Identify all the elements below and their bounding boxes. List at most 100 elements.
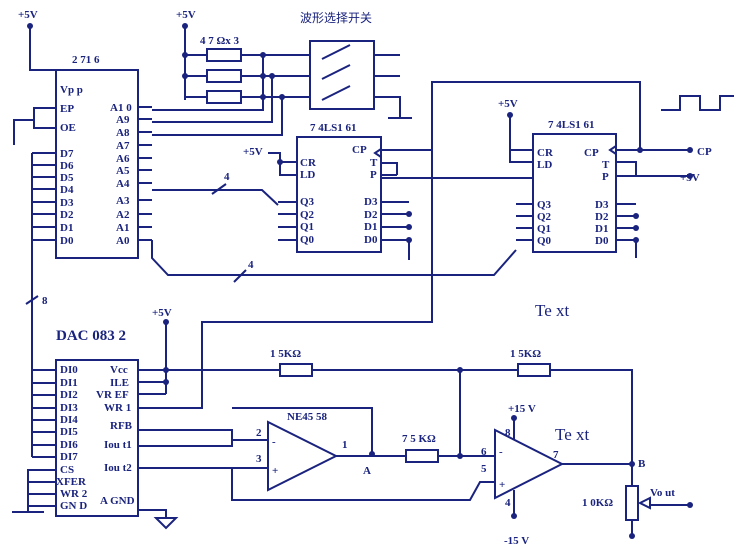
svg-text:8: 8 xyxy=(42,295,48,307)
svg-text:D0: D0 xyxy=(60,235,74,247)
svg-text:CR: CR xyxy=(537,147,554,159)
svg-text:WR 2: WR 2 xyxy=(60,488,88,500)
svg-text:D1: D1 xyxy=(60,222,73,234)
svg-text:Vp p: Vp p xyxy=(60,84,83,96)
svg-text:Q3: Q3 xyxy=(537,199,552,211)
bus-marker-8: 8 xyxy=(25,295,48,307)
svg-text:A1: A1 xyxy=(116,222,129,234)
eprom-label: 2 71 6 xyxy=(72,54,100,66)
svg-text:Vcc: Vcc xyxy=(110,364,128,376)
svg-text:1: 1 xyxy=(342,439,348,451)
svg-text:+5V: +5V xyxy=(176,9,196,21)
svg-text:GN D: GN D xyxy=(60,500,87,512)
svg-text:WR 1: WR 1 xyxy=(104,402,131,414)
opamp-2: - + 6 5 7 8 4 +15 V -15 V B xyxy=(231,403,646,547)
svg-text:RFB: RFB xyxy=(110,420,133,432)
svg-text:OE: OE xyxy=(60,122,76,134)
eprom-2716: 2 71 6 Vp p EP OE D7 D6 D5 D4 D3 D2 D1 D… xyxy=(13,54,152,360)
svg-text:-: - xyxy=(499,446,503,458)
resistor-r1: 1 5KΩ xyxy=(270,348,518,377)
svg-text:A2: A2 xyxy=(116,209,130,221)
text-note-1: Te xt xyxy=(535,301,569,320)
svg-text:LD: LD xyxy=(300,169,315,181)
bus-slash-4b xyxy=(233,269,247,283)
output-potentiometer: 1 0KΩ Vo ut xyxy=(582,464,693,539)
svg-text:ILE: ILE xyxy=(110,377,129,389)
svg-text:4: 4 xyxy=(248,259,254,271)
svg-text:D3: D3 xyxy=(364,196,378,208)
svg-text:A9: A9 xyxy=(116,114,130,126)
svg-text:A1 0: A1 0 xyxy=(110,102,132,114)
svg-text:DI6: DI6 xyxy=(60,439,78,451)
svg-text:T: T xyxy=(370,157,378,169)
resistor-array: 4 7 Ωx 3 xyxy=(182,35,310,104)
eprom-left-pins: Vp p EP OE D7 D6 D5 D4 D3 D2 D1 D0 xyxy=(60,84,83,247)
svg-text:D3: D3 xyxy=(595,199,609,211)
svg-text:+15 V: +15 V xyxy=(508,403,536,415)
svg-text:A GND: A GND xyxy=(100,495,135,507)
svg-text:Iou t2: Iou t2 xyxy=(104,462,132,474)
svg-text:3: 3 xyxy=(256,453,262,465)
svg-text:CS: CS xyxy=(60,464,74,476)
svg-text:D4: D4 xyxy=(60,184,74,196)
svg-text:5: 5 xyxy=(481,463,487,475)
svg-text:DI4: DI4 xyxy=(60,414,78,426)
vcc-res-array: +5V xyxy=(176,9,196,100)
addr-bus-1 xyxy=(152,189,279,206)
svg-text:4: 4 xyxy=(224,171,230,183)
svg-text:1 0KΩ: 1 0KΩ xyxy=(582,497,613,509)
svg-text:LD: LD xyxy=(537,159,552,171)
svg-text:2: 2 xyxy=(256,427,262,439)
svg-text:7 4LS1 61: 7 4LS1 61 xyxy=(548,119,594,131)
vcc-top-left: +5V xyxy=(18,9,56,71)
svg-text:+5V: +5V xyxy=(498,98,518,110)
svg-text:Vo ut: Vo ut xyxy=(650,487,675,499)
svg-text:7 4LS1 61: 7 4LS1 61 xyxy=(310,122,356,134)
svg-text:D1: D1 xyxy=(595,223,608,235)
svg-text:DI3: DI3 xyxy=(60,402,78,414)
svg-text:Q0: Q0 xyxy=(300,234,315,246)
svg-text:Q1: Q1 xyxy=(537,223,551,235)
svg-text:DI2: DI2 xyxy=(60,389,78,401)
svg-text:A5: A5 xyxy=(116,165,130,177)
svg-text:P: P xyxy=(370,169,377,181)
wire-a9 xyxy=(152,76,273,123)
svg-text:7: 7 xyxy=(553,449,559,461)
svg-text:A: A xyxy=(363,465,371,477)
svg-text:8: 8 xyxy=(505,427,511,439)
svg-text:CR: CR xyxy=(300,157,317,169)
svg-text:6: 6 xyxy=(481,446,487,458)
svg-text:+5V: +5V xyxy=(680,172,700,184)
svg-text:CP: CP xyxy=(352,144,367,156)
svg-text:DI7: DI7 xyxy=(60,451,78,463)
svg-text:DI1: DI1 xyxy=(60,377,78,389)
svg-text:DI0: DI0 xyxy=(60,364,78,376)
svg-text:Q3: Q3 xyxy=(300,196,315,208)
svg-text:DAC 083 2: DAC 083 2 xyxy=(56,328,126,344)
wire-wr1 xyxy=(138,150,433,409)
svg-text:+5V: +5V xyxy=(152,307,172,319)
opamp-ne4558: NE45 58 - + 2 3 1 A xyxy=(138,407,406,492)
svg-text:Iou t1: Iou t1 xyxy=(104,439,132,451)
svg-text:P: P xyxy=(602,171,609,183)
svg-text:A6: A6 xyxy=(116,153,130,165)
svg-text:A7: A7 xyxy=(116,140,130,152)
svg-text:D2: D2 xyxy=(60,209,74,221)
svg-text:+5V: +5V xyxy=(18,9,38,21)
eprom-right-pins: A1 0 A9 A8 A7 A6 A5 A4 A3 A2 A1 A0 xyxy=(110,102,132,247)
waveform-select-switch: 波形选择开关 xyxy=(300,11,412,119)
svg-text:-15 V: -15 V xyxy=(504,535,529,547)
svg-text:D7: D7 xyxy=(60,148,74,160)
counter-74ls161-2: 7 4LS1 61 CR LD Q3 Q2 Q1 Q0 CP T P D3 D2… xyxy=(498,98,639,258)
svg-text:+: + xyxy=(272,465,278,477)
svg-text:D5: D5 xyxy=(60,172,74,184)
text-note-2: Te xt xyxy=(555,425,589,444)
svg-text:A3: A3 xyxy=(116,195,130,207)
svg-text:Q2: Q2 xyxy=(537,211,552,223)
svg-text:Q2: Q2 xyxy=(300,209,315,221)
bus-slash-4a xyxy=(211,183,227,195)
svg-text:D3: D3 xyxy=(60,197,74,209)
svg-text:XFER: XFER xyxy=(56,476,87,488)
svg-text:D0: D0 xyxy=(364,234,378,246)
